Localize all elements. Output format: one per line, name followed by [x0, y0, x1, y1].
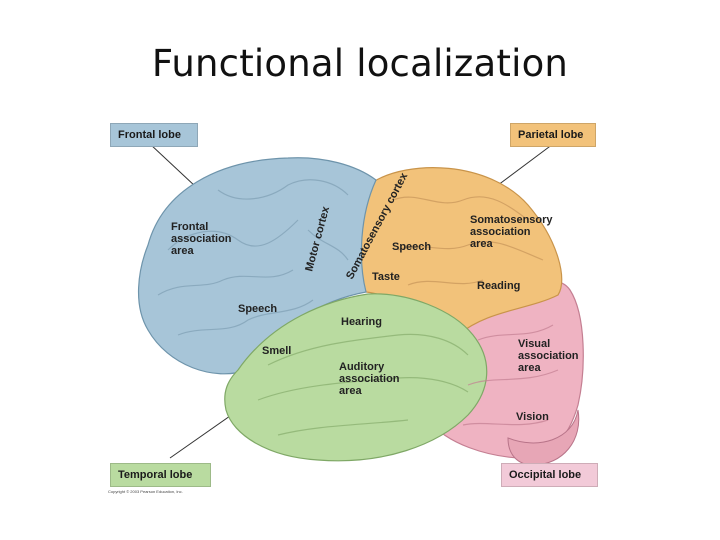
brain-diagram: Motor cortex Somatosensory cortex Fronta…	[108, 120, 598, 500]
frontal-gyri	[157, 179, 349, 336]
temporal-lobe-label: Temporal lobe	[110, 463, 211, 487]
parietal-gyri	[392, 196, 544, 286]
auditory-association-area-label: Auditory association area	[339, 361, 400, 397]
temporal-lobe	[224, 293, 488, 462]
vision-area-label: Vision	[516, 411, 549, 423]
smell-area-label: Smell	[262, 345, 292, 357]
speech-area-frontal-label: Speech	[238, 303, 278, 315]
occipital-lobe-label: Occipital lobe	[501, 463, 598, 487]
hearing-area-label: Hearing	[341, 316, 382, 328]
speech-area-parietal-label: Speech	[392, 241, 432, 253]
reading-area-label: Reading	[477, 280, 521, 292]
parietal-lobe-label: Parietal lobe	[510, 123, 596, 147]
frontal-association-area-label: Frontal association area	[171, 221, 232, 257]
copyright-notice: Copyright © 2003 Pearson Education, Inc.	[108, 489, 183, 494]
visual-association-area-label: Visual association area	[518, 338, 579, 374]
frontal-lobe-label: Frontal lobe	[110, 123, 198, 147]
somatosensory-association-area-label: Somatosensory association area	[470, 214, 553, 250]
temporal-gyri	[257, 333, 469, 436]
occipital-gyri	[462, 324, 559, 426]
frontal-lobe	[138, 157, 377, 375]
slide-title: Functional localization	[151, 42, 569, 85]
brain-illustration: Motor cortex Somatosensory cortex	[138, 143, 584, 466]
taste-area-label: Taste	[372, 271, 400, 283]
cerebellum	[507, 409, 580, 466]
